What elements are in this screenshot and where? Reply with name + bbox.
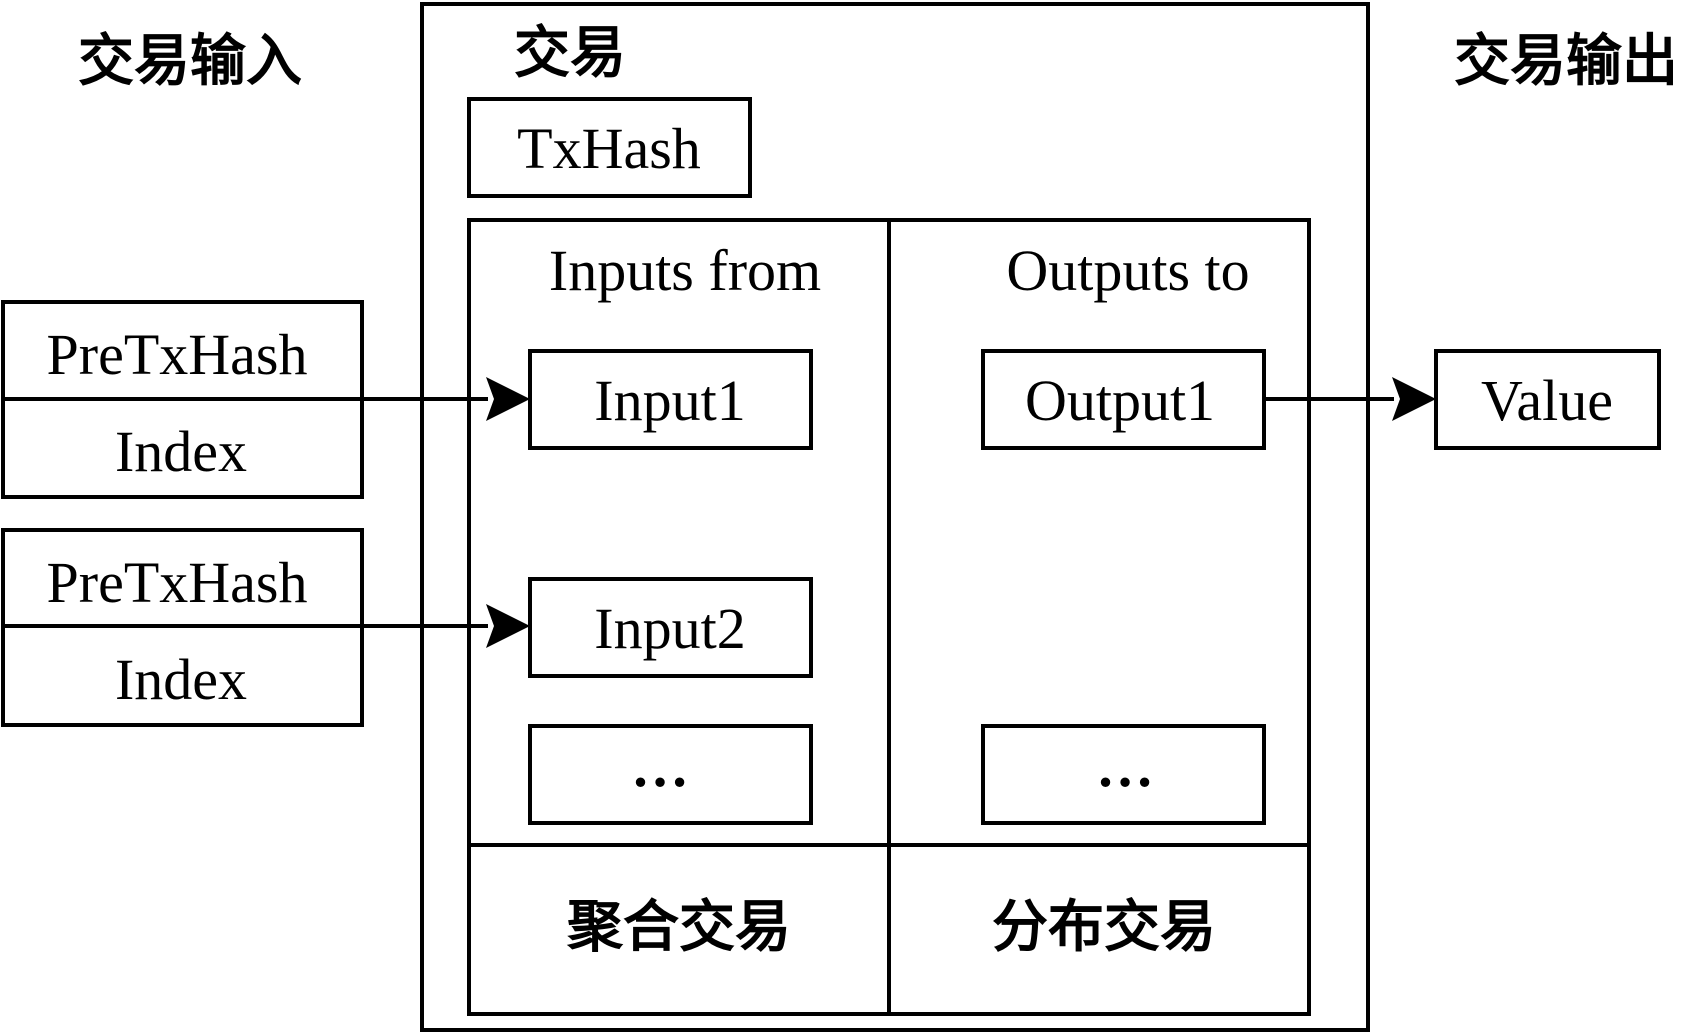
output-more-ellipsis: … [1096,734,1154,799]
output1-box [981,349,1266,450]
input2-label: Input2 [594,596,745,661]
value-label: Value [1481,368,1613,433]
external-input-2-index: Index [115,647,247,712]
arrow-output-1-head [1392,377,1436,421]
input-more-box [528,724,813,825]
output1-label: Output1 [1025,368,1215,433]
input1-label: Input1 [594,368,745,433]
transaction-frame [420,2,1370,1032]
txhash-box [467,97,752,198]
value-box [1434,349,1661,450]
external-input-1-prev-hash: PreTxHash [47,322,308,387]
distribute-transaction-label: 分布交易 [992,895,1216,960]
arrow-input-2-head [486,604,530,648]
heading-transaction: 交易 [514,21,626,86]
external-input-1-index: Index [115,419,247,484]
txhash-label: TxHash [517,116,701,181]
input-more-ellipsis: … [631,734,689,799]
external-input-2-prev-hash: PreTxHash [47,550,308,615]
arrow-input-1-head [486,377,530,421]
input1-box [528,349,813,450]
outputs-to-header: Outputs to [1006,238,1249,303]
output-more-box [981,724,1266,825]
input2-box [528,577,813,678]
inputs-from-header: Inputs from [549,238,821,303]
heading-transaction-outputs: 交易输出 [1454,29,1678,94]
heading-transaction-inputs: 交易输入 [78,29,302,94]
aggregate-transaction-label: 聚合交易 [566,895,791,960]
